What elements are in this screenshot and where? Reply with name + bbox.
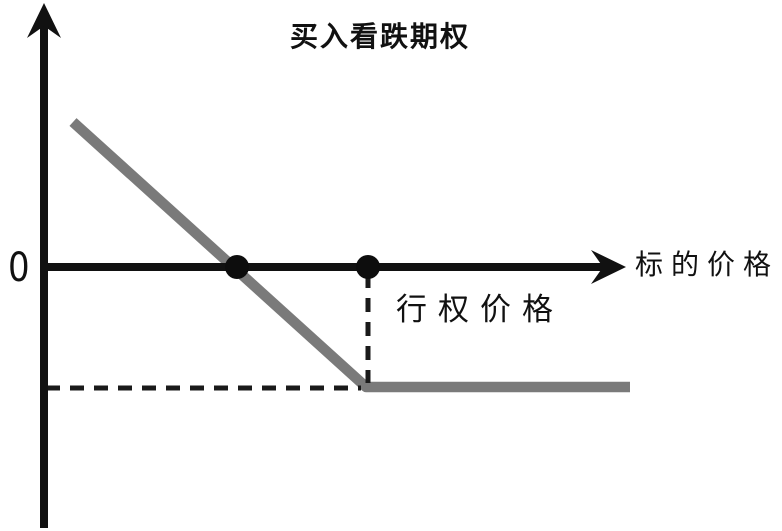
- x-axis-dot: [225, 255, 249, 279]
- y-axis-arrowhead-icon: [27, 3, 61, 38]
- payoff-line: [69, 118, 630, 393]
- chart-title: 买入看跌期权: [289, 20, 470, 53]
- x-axis-label: 标的价格: [635, 248, 780, 281]
- strike-price-label: 行权价格: [396, 292, 564, 328]
- x-axis-arrowhead-icon: [591, 250, 626, 284]
- origin-label: 0: [8, 245, 30, 291]
- x-axis-dot: [356, 255, 380, 279]
